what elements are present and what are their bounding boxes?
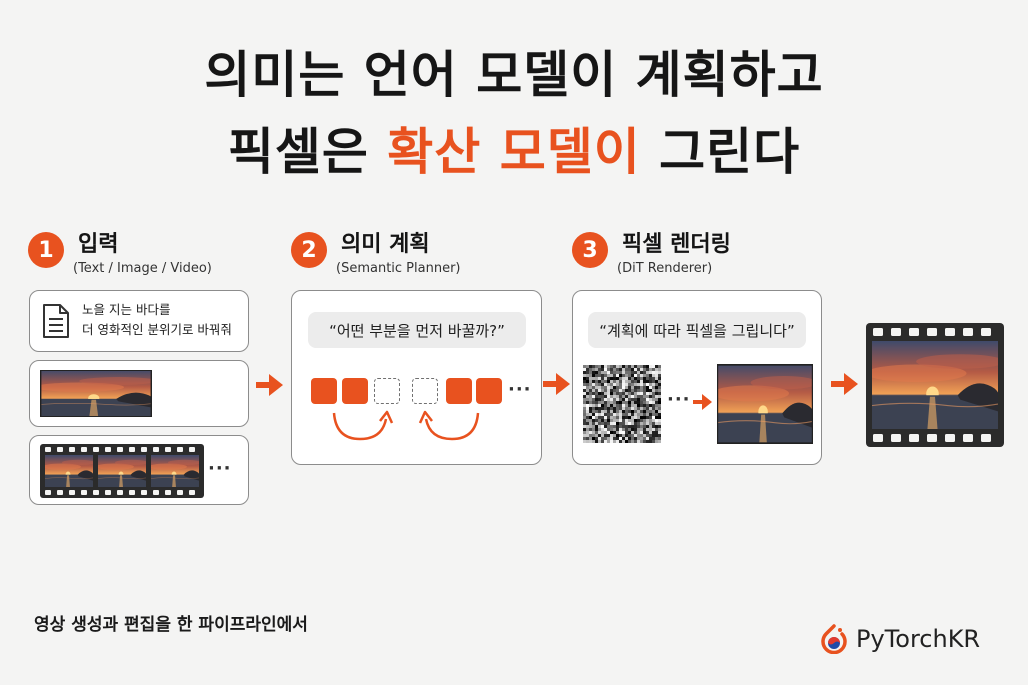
planner-bubble: “어떤 부분을 먼저 바꿀까?” — [308, 312, 526, 348]
title-line-2: 픽셀은 확산 모델이 그린다 — [0, 127, 1028, 177]
noise-image — [583, 365, 661, 443]
title-line-2-suffix: 그린다 — [640, 123, 801, 181]
step-1-title: 입력 — [78, 232, 119, 257]
step-2-header: 2 의미 계획 (Semantic Planner) — [291, 232, 461, 276]
arrow-right-small-icon — [693, 394, 712, 410]
input-text-card: 노을 지는 바다를 더 영화적인 분위기로 바꿔줘 — [29, 290, 249, 352]
pytorch-logo-icon — [821, 624, 847, 654]
input-image-card — [29, 360, 249, 427]
curved-arrow-icon — [332, 410, 394, 441]
output-film-frame — [866, 323, 1004, 447]
token-filled — [446, 378, 472, 404]
step-1-number: 1 — [28, 232, 64, 268]
input-sunset-image — [40, 370, 152, 417]
step-3-subtitle: (DiT Renderer) — [617, 261, 713, 276]
rendered-sunset-image — [717, 364, 813, 444]
prompt-line-1: 노을 지는 바다를 — [82, 302, 171, 317]
footer-caption: 영상 생성과 편집을 한 파이프라인에서 — [34, 615, 308, 635]
title-line-1: 의미는 언어 모델이 계획하고 — [204, 46, 824, 104]
step-2-title: 의미 계획 — [341, 232, 430, 257]
title-line-2-accent: 확산 모델이 — [387, 123, 641, 181]
renderer-bubble: “계획에 따라 픽셀을 그립니다” — [588, 312, 806, 348]
curved-arrow-back-icon — [418, 410, 480, 441]
arrow-right-icon — [831, 373, 858, 395]
token-empty — [374, 378, 400, 404]
step-2-subtitle: (Semantic Planner) — [336, 261, 461, 276]
token-filled — [476, 378, 502, 404]
document-icon — [43, 304, 69, 338]
token-filled — [311, 378, 337, 404]
input-video-card: ··· — [29, 435, 249, 505]
arrow-right-icon — [256, 374, 283, 396]
step-1-subtitle: (Text / Image / Video) — [73, 261, 212, 276]
prompt-line-2: 더 영화적인 분위기로 바꿔줘 — [82, 322, 232, 337]
step-3-header: 3 픽셀 렌더링 (DiT Renderer) — [572, 232, 731, 276]
planner-more-dots: ··· — [508, 379, 532, 400]
film-strip-icon — [40, 444, 204, 498]
video-more-dots: ··· — [208, 458, 232, 479]
brand-name: PyTorchKR — [856, 625, 981, 653]
arrow-right-icon — [543, 373, 570, 395]
step-3-title: 픽셀 렌더링 — [622, 232, 731, 257]
step-3-number: 3 — [572, 232, 608, 268]
brand: PyTorchKR — [820, 624, 980, 654]
planner-card: “어떤 부분을 먼저 바꿀까?” ··· — [291, 290, 542, 465]
title-line-2-prefix: 픽셀은 — [227, 123, 388, 181]
renderer-card: “계획에 따라 픽셀을 그립니다” ··· — [572, 290, 822, 465]
renderer-more-dots: ··· — [667, 389, 691, 410]
step-1-header: 1 입력 (Text / Image / Video) — [28, 232, 212, 276]
token-empty — [412, 378, 438, 404]
token-filled — [342, 378, 368, 404]
step-2-number: 2 — [291, 232, 327, 268]
